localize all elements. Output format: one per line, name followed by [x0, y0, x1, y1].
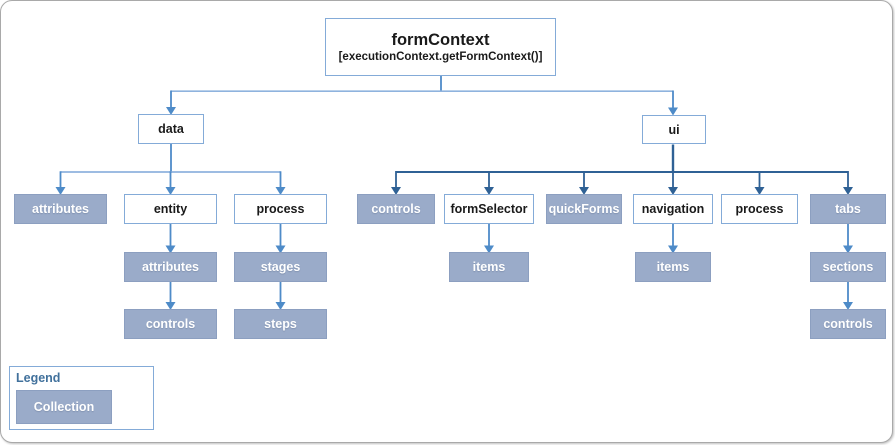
node-quickforms: quickForms	[546, 194, 622, 224]
node-data-attributes: attributes	[14, 194, 107, 224]
node-process-stages: stages	[234, 252, 327, 282]
node-formcontext: formContext [executionContext.getFormCon…	[325, 18, 556, 76]
node-data-process: process	[234, 194, 327, 224]
node-entity-attributes: attributes	[124, 252, 217, 282]
legend-item-collection: Collection	[16, 390, 112, 424]
formcontext-title: formContext	[391, 31, 490, 49]
node-entity-controls: controls	[124, 309, 217, 339]
node-process-steps: steps	[234, 309, 327, 339]
legend-title: Legend	[16, 371, 61, 385]
node-tabs: tabs	[810, 194, 886, 224]
node-data: data	[138, 114, 204, 144]
node-tabs-sections: sections	[810, 252, 886, 282]
node-sections-controls: controls	[810, 309, 886, 339]
node-formselector-items: items	[449, 252, 529, 282]
legend-box: Legend Collection	[9, 366, 154, 430]
node-formselector: formSelector	[444, 194, 534, 224]
node-ui-process: process	[721, 194, 798, 224]
node-ui: ui	[642, 115, 706, 144]
node-navigation-items: items	[635, 252, 711, 282]
node-entity: entity	[124, 194, 217, 224]
node-navigation: navigation	[633, 194, 713, 224]
node-ui-controls: controls	[357, 194, 435, 224]
formcontext-subtitle: [executionContext.getFormContext()]	[338, 51, 543, 63]
